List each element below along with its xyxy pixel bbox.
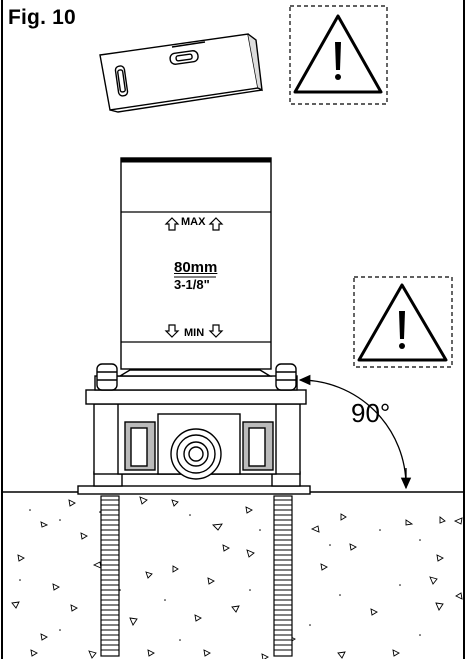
mounting-base: [77, 403, 311, 495]
angle-indicator: [298, 374, 412, 490]
threaded-rods: [100, 495, 293, 657]
min-down-arrow-left: [164, 324, 180, 338]
spirit-level-icon: [99, 33, 263, 113]
figure-label: Fig. 10: [8, 6, 76, 29]
max-up-arrow-left: [164, 217, 180, 231]
depth-cylinder: [120, 157, 272, 370]
ground: [3, 491, 463, 659]
depth-metric-label: 80mm: [174, 259, 218, 276]
max-level-label: MAX: [181, 216, 206, 228]
min-level-label: MIN: [184, 327, 205, 339]
min-down-arrow-right: [208, 324, 224, 338]
frame-left-border: [1, 0, 3, 659]
depth-imperial-label: 3-1/8": [174, 277, 210, 292]
angle-label: 90°: [351, 398, 391, 428]
max-up-arrow-right: [208, 217, 224, 231]
warning-icon-top: [289, 5, 388, 105]
warning-icon-side: [353, 276, 453, 368]
upper-flange: [85, 363, 307, 405]
frame-right-border: [463, 0, 465, 659]
